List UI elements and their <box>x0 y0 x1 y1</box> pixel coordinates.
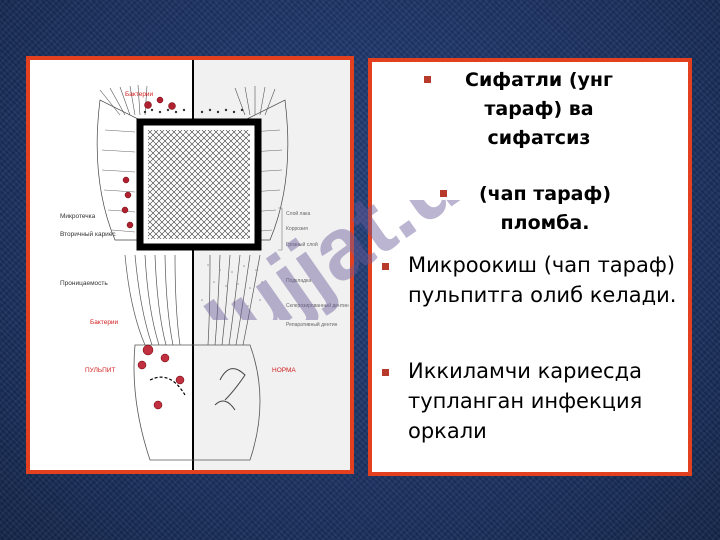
text-frame: Сифатли (унг тараф) ва сифатсиз (чап тар… <box>368 58 692 476</box>
figure-frame: Бактерии Микротечка Вторичный кариес Про… <box>26 56 354 474</box>
bullet-text-3: Микроокиш (чап тараф) пульпитга олиб кел… <box>408 253 677 307</box>
label-right-4: Подкладка <box>286 278 311 284</box>
bacteria-cluster-pulp <box>137 344 185 410</box>
label-pulpitis: ПУЛЬПИТ <box>85 367 115 374</box>
bullet-marker-1 <box>424 76 431 83</box>
label-right-6: Репаративный дентин <box>286 321 338 328</box>
pulp-outline <box>133 344 261 461</box>
label-right-3: Грязный слой <box>286 241 318 248</box>
label-microleak: Микротечка <box>60 213 96 220</box>
label-norma: НОРМА <box>272 367 296 374</box>
filling-body <box>148 130 250 239</box>
label-secondary-caries: Вторичный кариес <box>60 230 116 238</box>
bullet-text-1: Сифатли (унг тараф) ва сифатсиз <box>465 69 613 149</box>
label-permeability: Проницаемость <box>60 280 108 287</box>
bullet-text-4: Иккиламчи кариесда тупланган инфекция ор… <box>408 359 643 443</box>
bullet-marker-2 <box>440 190 447 197</box>
bullet-marker-3 <box>382 263 389 270</box>
label-right-2: Коррозия <box>286 226 308 232</box>
bacteria-cluster-top <box>121 96 176 229</box>
label-right-1: Слой лака <box>286 210 311 217</box>
label-right-5: Склерозированный дентин <box>286 302 349 309</box>
bullet-marker-4 <box>382 369 389 376</box>
tooth-restoration-diagram: Бактерии Микротечка Вторичный кариес Про… <box>60 60 350 470</box>
label-bacteria-mid: Бактерии <box>90 319 119 326</box>
bullet-text-2: (чап тараф) пломба. <box>478 183 612 234</box>
label-bacteria-top: Бактерии <box>125 91 154 98</box>
